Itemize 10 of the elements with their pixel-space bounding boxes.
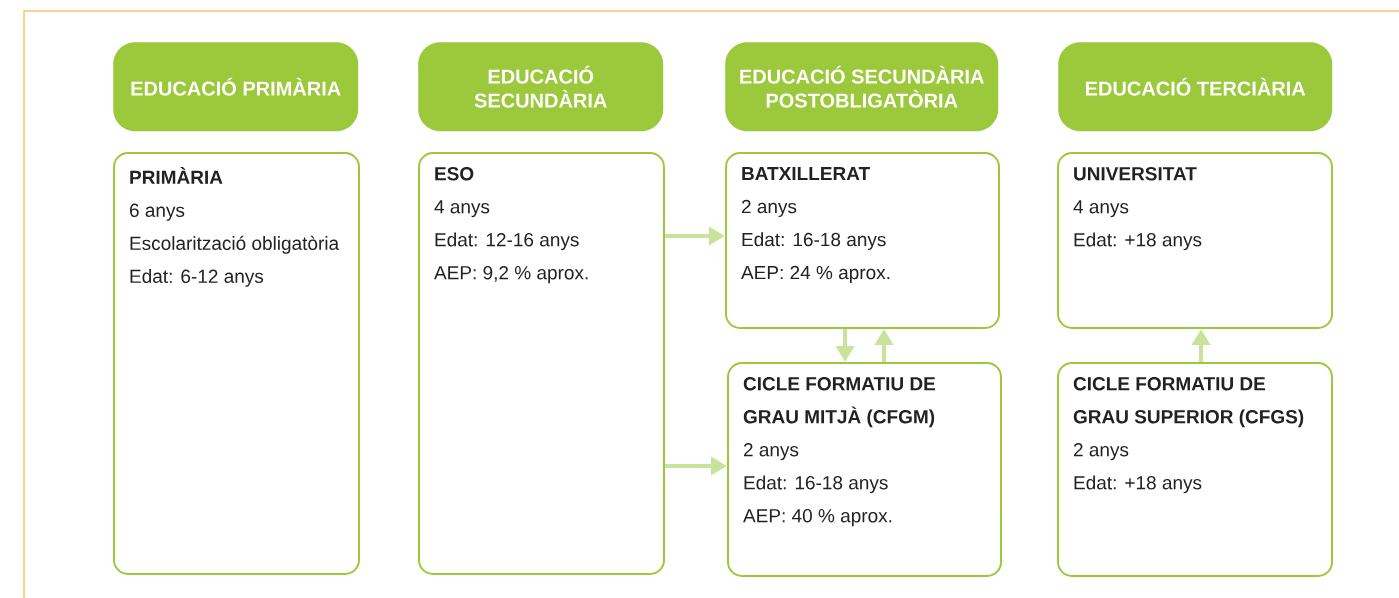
stage-header-box: EDUCACIÓ SECUNDÀRIA POSTOBLIGATÒRIA	[725, 42, 999, 132]
stage-box: CICLE FORMATIU DE GRAU MITJÀ (CFGM) 2 anys Edat: 16-18 anys AEP: 40 % aprox.	[727, 362, 1002, 577]
stage-header-box: EDUCACIÓ SECUNDÀRIA	[418, 42, 664, 132]
stage-box: UNIVERSITAT 4 anys Edat: +18 anys	[1057, 152, 1333, 329]
stage-box: ESO 4 anys Edat: 12-16 anys AEP: 9,2 % aprox.	[418, 152, 665, 575]
stage-header-box: EDUCACIÓ TERCIÀRIA	[1058, 42, 1333, 132]
stage-box: PRIMÀRIA 6 anys Escolarització obligatòria Edat: 6-12 anys	[113, 152, 360, 575]
stage-box: BATXILLERAT 2 anys Edat: 16-18 anys AEP: 24 % aprox.	[725, 152, 1000, 329]
stage-box: CICLE FORMATIU DE GRAU SUPERIOR (CFGS) 2 anys Edat: +18 anys	[1057, 362, 1333, 577]
stage-header-box: EDUCACIÓ PRIMÀRIA	[113, 42, 359, 132]
